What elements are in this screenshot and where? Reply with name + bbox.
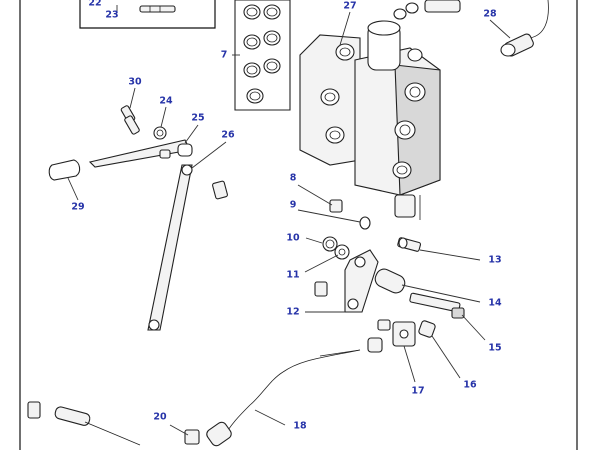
callout-9: 9 bbox=[290, 200, 297, 211]
part-nut-left-of-12 bbox=[314, 281, 328, 297]
callout-17: 17 bbox=[411, 386, 424, 397]
part-15-bolt bbox=[409, 292, 465, 319]
callout-18: 18 bbox=[293, 421, 307, 432]
callout-13: 13 bbox=[488, 255, 501, 266]
callout-10: 10 bbox=[286, 233, 300, 244]
part-valve-top-rings bbox=[393, 0, 461, 20]
inset-box-22-23 bbox=[79, 0, 216, 29]
callout-15: 15 bbox=[488, 343, 501, 354]
leader-lines bbox=[67, 5, 511, 436]
part-29-knob bbox=[48, 159, 81, 181]
callout-22: 22 bbox=[88, 0, 101, 9]
part-lower-left-linkage bbox=[27, 401, 200, 446]
callout-14: 14 bbox=[488, 298, 502, 309]
callout-26: 26 bbox=[221, 130, 235, 141]
part-13-pin bbox=[397, 237, 422, 252]
callout-23: 23 bbox=[105, 10, 118, 21]
part-11-washer bbox=[334, 244, 350, 260]
callout-27: 27 bbox=[343, 1, 356, 12]
callout-16: 16 bbox=[463, 380, 477, 391]
part-16-nut bbox=[418, 320, 436, 338]
callout-12: 12 bbox=[286, 307, 299, 318]
callout-30: 30 bbox=[128, 77, 142, 88]
part-25-lever bbox=[88, 139, 193, 168]
callout-28: 28 bbox=[483, 9, 497, 20]
part-26-linkage-rod bbox=[147, 164, 193, 331]
callout-labels: 22 23 7 27 28 30 24 25 26 29 8 9 10 11 1… bbox=[71, 0, 502, 432]
part-7-seal-kit bbox=[234, 0, 291, 111]
part-18-cable bbox=[206, 349, 361, 447]
callout-25: 25 bbox=[191, 113, 204, 124]
part-clip-upper bbox=[212, 180, 228, 200]
part-14-sleeve bbox=[374, 268, 406, 294]
callout-24: 24 bbox=[159, 96, 173, 107]
callout-29: 29 bbox=[71, 202, 84, 213]
part-10-oring bbox=[322, 236, 338, 252]
part-27-control-valve bbox=[299, 20, 441, 220]
callout-20: 20 bbox=[153, 412, 167, 423]
callout-11: 11 bbox=[286, 270, 299, 281]
part-28-connector-cable bbox=[500, 0, 549, 57]
part-12-link-plate bbox=[344, 249, 379, 313]
part-24-washer bbox=[153, 126, 167, 140]
part-8-nut bbox=[329, 199, 343, 213]
callout-8: 8 bbox=[290, 173, 297, 184]
part-9-washer bbox=[359, 216, 371, 230]
callout-7: 7 bbox=[221, 50, 228, 61]
part-30-bolt bbox=[120, 105, 140, 135]
part-23-rod bbox=[139, 5, 176, 13]
part-17-block bbox=[367, 319, 416, 353]
